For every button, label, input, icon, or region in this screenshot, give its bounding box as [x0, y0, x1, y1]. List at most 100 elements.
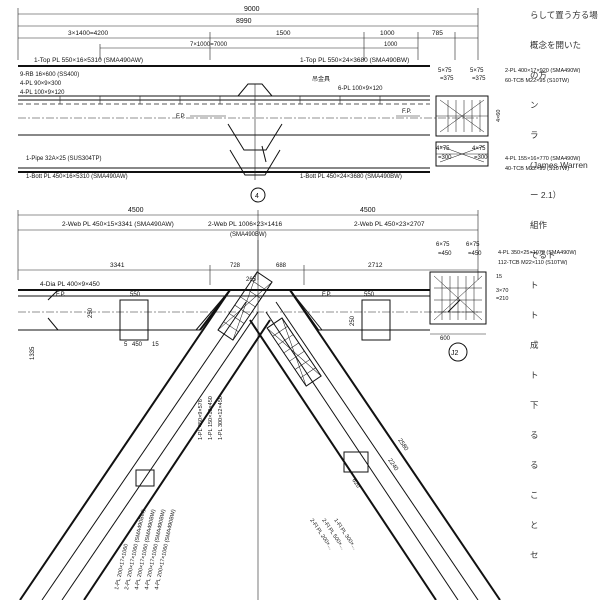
label-hanger: 吊金具 [312, 75, 330, 83]
web-right: 2-Web PL 450×23×2707 [354, 221, 425, 228]
dim-split-c: 1000 [380, 30, 395, 37]
label-rb: 9-RB 16×600 (SS400) [20, 72, 79, 78]
lower-550a: 550 [130, 292, 141, 298]
label-pl-a: 4-PL 90×9×300 [20, 81, 62, 87]
right-strip-line: らして置う方る場 [530, 10, 598, 20]
lower-250b: 250 [350, 315, 356, 326]
lower-1335: 1335 [30, 346, 36, 360]
right-strip-line: る [530, 430, 539, 440]
right-strip-line: ト [530, 370, 539, 380]
splice-pitch-d: 4×75 [472, 146, 486, 152]
dim-mid-d3: 3341 [110, 262, 125, 269]
web-labels: 2-Web PL 450×15×3341 (SMA490AW) 2-Web PL… [18, 221, 478, 238]
dim-split-a: 3×1400=4200 [68, 30, 109, 37]
dim-mid-d4: 728 [230, 263, 241, 269]
lower-2240: 2240 [386, 458, 399, 473]
splice-pitch-d2: =300 [474, 155, 488, 161]
chord-stiffeners [59, 96, 381, 104]
dim-mid-d6: 2712 [368, 262, 383, 269]
splice-bolt-bot: 40-TCB M22×95 (S10TW) [505, 166, 569, 172]
lower-620: 620 [350, 478, 361, 490]
label-pipe: 1-Pipe 32A×25 (SUS304TP) [26, 156, 102, 162]
right-strip-line: の方 [530, 70, 547, 80]
splice-side: 4×60 [496, 110, 502, 122]
lower-right-pitch2: =450 [438, 251, 452, 257]
label-fp-2: F.P. [402, 109, 412, 115]
lower-right-pitch: 6×75 [436, 242, 450, 248]
right-strip-line: ト [530, 310, 539, 320]
dim-split-d: 785 [432, 30, 443, 37]
splice-pitch-a: 5×75 [438, 68, 452, 74]
mid-dimensions: 4500 4500 3341 728 688 2712 265 [17, 207, 479, 285]
dim-mid-d2: 4500 [360, 207, 376, 214]
right-strip-line: 組作 [530, 220, 548, 230]
lower-right-pitch-b2: =450 [468, 251, 482, 257]
web-center-grade: (SMA490BW) [230, 232, 267, 238]
label-top-pl-right: 1-Top PL 550×24×3680 (SMA490BW) [300, 57, 409, 64]
lower-5: 5 [124, 342, 128, 348]
right-strip-line: (James Warren [530, 160, 588, 170]
lower-dia: 4-Dia PL 400×9×450 [40, 281, 100, 288]
diag-left-p1: 1-PL 450×9×576 [198, 399, 204, 440]
right-strip-line: でるト [530, 250, 556, 260]
lower-chord: 4-Dia PL 400×9×450 F.P. F.P. 550 550 5 4… [18, 281, 478, 360]
lower-600: 600 [440, 336, 451, 342]
panel-mark: 4 [250, 187, 266, 203]
splice-pitch-c2: =300 [438, 155, 452, 161]
label-pl-c: 6-PL 100×9×120 [338, 86, 383, 92]
label-fp-1: F.P. [176, 114, 186, 120]
lower-side-b: 3×70 [496, 288, 508, 294]
diagonal-right: 2580 2240 620 2-Fl PL 200×... 2-Fl PL 50… [249, 289, 501, 600]
lower-right-bolt: 112-TCB M22×110 (S10TW) [498, 260, 568, 266]
dim-1000: 1000 [384, 42, 398, 48]
diag-left-p2: 1-PL 150×10×450 [208, 396, 214, 440]
splice-pitch-b2: =375 [472, 76, 486, 82]
central-node [195, 240, 323, 600]
right-strip-line: 成 [530, 340, 539, 350]
top-dimensions: 9000 8990 3×1400=4200 1500 1000 785 7×10… [17, 6, 479, 60]
lower-side-a: 15 [496, 274, 502, 280]
splice-pitch-b: 5×75 [470, 68, 484, 74]
label-pl-b: 4-PL 100×9×120 [20, 90, 65, 96]
web-center: 2-Web PL 1006×23×1416 [208, 221, 282, 228]
top-splice: 5×75 =375 5×75 =375 2-PL 400×17×920 (SMA… [435, 68, 580, 172]
lower-fp2: F.P. [322, 292, 332, 298]
right-strip-line: 概念を開いた [530, 40, 581, 50]
splice-bolt-top: 60-TCB M22×95 (S10TW) [505, 78, 569, 84]
top-chord-elevation: 1-Top PL 550×16×5310 (SMA490AW) 1-Top PL… [18, 57, 478, 180]
right-strip-line: と [530, 520, 539, 530]
dim-mid-d1: 4500 [128, 207, 144, 214]
splice-pl-bot: 4-PL 155×16×770 (SMA490W) [505, 156, 580, 162]
label-bott-left: 1-Bott PL 450×16×5310 (SMA490AW) [26, 174, 128, 180]
lower-250a: 250 [88, 307, 94, 318]
panel-mark-label: 4 [255, 193, 259, 200]
right-strip-line: ラ [530, 130, 539, 140]
lower-right-pitch-b: 6×75 [466, 242, 480, 248]
right-strip-line: 下 [530, 400, 539, 410]
joint-mark: J2 [451, 350, 459, 357]
dim-overall: 9000 [244, 6, 260, 13]
splice-pitch-a2: =375 [440, 76, 454, 82]
right-strip-line: ー 2.1） [530, 190, 561, 200]
lower-550b: 550 [364, 292, 375, 298]
diag-left-p3: 1-PL 300×12×450 [218, 396, 224, 440]
splice-pitch-c: 4×75 [436, 146, 450, 152]
dim-mid-d5: 688 [276, 263, 287, 269]
lower-right-pl: 4-PL 350×25×1070 (SMA490W) [498, 250, 577, 256]
label-top-pl-left: 1-Top PL 550×16×5310 (SMA490AW) [34, 57, 143, 64]
lower-450: 450 [132, 342, 143, 348]
lower-fp: F.P. [56, 292, 66, 298]
right-strip-line: る [530, 460, 539, 470]
right-strip-line: こ [530, 490, 539, 500]
right-strip-line: セ [530, 550, 539, 560]
dim-span-main: 8990 [236, 18, 252, 25]
right-strip-line: ト [530, 280, 539, 290]
diagonal-left: 1-PL 450×9×576 1-PL 150×10×450 1-PL 300×… [19, 271, 273, 600]
splice-pl-top: 2-PL 400×17×920 (SMA490W) [505, 68, 580, 74]
dim-split-b: 1500 [276, 30, 291, 37]
right-strip-line: ン [530, 100, 539, 110]
label-bott-right: 1-Bott PL 450×24×3680 (SMA490BW) [300, 174, 402, 180]
web-left: 2-Web PL 450×15×3341 (SMA490AW) [62, 221, 174, 228]
